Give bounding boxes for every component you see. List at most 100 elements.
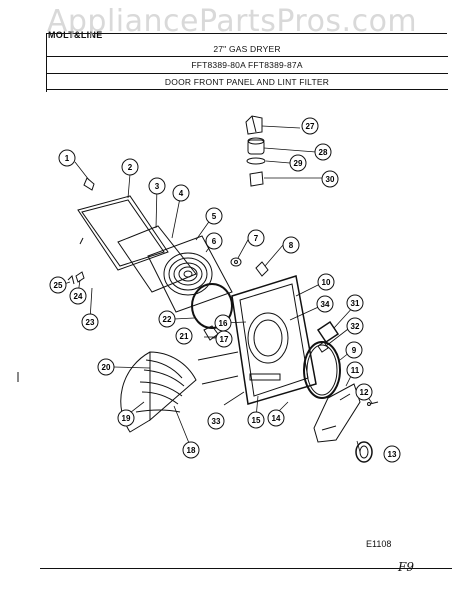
callout-30: 30 <box>321 170 339 188</box>
callout-19: 19 <box>117 409 135 427</box>
section-title: DOOR FRONT PANEL AND LINT FILTER <box>164 77 330 87</box>
svg-text:6: 6 <box>212 237 217 246</box>
callout-17: 17 <box>215 330 233 348</box>
callout-23: 23 <box>81 313 99 331</box>
header-frame <box>46 33 447 92</box>
svg-text:25: 25 <box>54 281 63 290</box>
svg-text:18: 18 <box>187 446 196 455</box>
svg-text:19: 19 <box>122 414 131 423</box>
callout-10: 10 <box>317 273 335 291</box>
part-5 <box>147 235 233 313</box>
callout-1: 1 <box>58 149 76 167</box>
callout-31: 31 <box>346 294 364 312</box>
svg-text:7: 7 <box>254 234 259 243</box>
part-1 <box>83 177 95 191</box>
svg-text:33: 33 <box>212 417 221 426</box>
svg-text:24: 24 <box>74 292 83 301</box>
svg-text:3: 3 <box>155 182 160 191</box>
callout-13: 13 <box>383 445 401 463</box>
callout-21: 21 <box>175 327 193 345</box>
part-30 <box>249 171 264 187</box>
page-mark: F9 <box>398 560 414 574</box>
svg-text:27: 27 <box>306 122 315 131</box>
figure-code: E1108 <box>366 539 392 549</box>
part-11 <box>313 383 361 443</box>
part-24 <box>75 271 85 283</box>
svg-text:2: 2 <box>128 163 133 172</box>
part-7 <box>230 257 242 267</box>
part-25 <box>67 275 75 285</box>
callout-29: 29 <box>289 154 307 172</box>
callout-34: 34 <box>316 295 334 313</box>
callout-27: 27 <box>301 117 319 135</box>
part-8 <box>255 261 269 277</box>
svg-text:14: 14 <box>272 414 281 423</box>
svg-text:32: 32 <box>351 322 360 331</box>
header-rule <box>46 56 448 57</box>
callout-6: 6 <box>205 232 223 250</box>
part-2 <box>77 195 169 271</box>
callout-5: 5 <box>205 207 223 225</box>
part-22 <box>191 283 233 329</box>
callout-9: 9 <box>345 341 363 359</box>
svg-text:15: 15 <box>252 416 261 425</box>
svg-text:16: 16 <box>219 319 228 328</box>
svg-text:1: 1 <box>65 154 70 163</box>
callout-16: 16 <box>214 314 232 332</box>
callout-20: 20 <box>97 358 115 376</box>
part-10 <box>231 275 317 405</box>
svg-text:23: 23 <box>86 318 95 327</box>
part-28 <box>247 137 265 155</box>
svg-text:12: 12 <box>360 388 369 397</box>
svg-text:8: 8 <box>289 241 294 250</box>
callout-22: 22 <box>158 310 176 328</box>
callouts: 1 2 3 4 5 6 7 8 9 10 11 12 13 14 15 16 1… <box>49 117 401 463</box>
part-3 <box>117 225 197 293</box>
callout-12: 12 <box>355 383 373 401</box>
bottom-rule <box>40 568 452 569</box>
callout-25: 25 <box>49 276 67 294</box>
header-rule <box>46 89 448 90</box>
callout-28: 28 <box>314 143 332 161</box>
svg-text:4: 4 <box>179 189 184 198</box>
svg-text:21: 21 <box>180 332 189 341</box>
svg-text:11: 11 <box>351 366 360 375</box>
model-numbers: FFT8389-80A FFT8389-87A <box>191 60 303 70</box>
callout-7: 7 <box>247 229 265 247</box>
svg-text:10: 10 <box>322 278 331 287</box>
svg-text:31: 31 <box>351 299 360 308</box>
svg-text:20: 20 <box>102 363 111 372</box>
svg-text:30: 30 <box>326 175 335 184</box>
brand-label: MOLT&LINE <box>48 30 103 40</box>
part-31 <box>316 320 340 344</box>
callout-11: 11 <box>346 361 364 379</box>
svg-text:9: 9 <box>352 346 357 355</box>
svg-text:28: 28 <box>319 148 328 157</box>
callout-32: 32 <box>346 317 364 335</box>
callout-8: 8 <box>282 236 300 254</box>
svg-text:22: 22 <box>163 315 172 324</box>
callout-2: 2 <box>121 158 139 176</box>
callout-4: 4 <box>172 184 190 202</box>
callout-18: 18 <box>182 441 200 459</box>
callout-33: 33 <box>207 412 225 430</box>
part-27 <box>245 115 263 135</box>
part-32 <box>317 341 329 353</box>
model-title: 27" GAS DRYER <box>213 44 281 54</box>
svg-text:34: 34 <box>321 300 330 309</box>
callout-15: 15 <box>247 411 265 429</box>
callout-14: 14 <box>267 409 285 427</box>
part-12 <box>367 401 379 406</box>
header-rule <box>46 73 448 74</box>
part-9 <box>303 341 341 399</box>
callout-3: 3 <box>148 177 166 195</box>
svg-text:29: 29 <box>294 159 303 168</box>
magnified-detail <box>120 351 239 433</box>
callout-24: 24 <box>69 287 87 305</box>
svg-text:13: 13 <box>388 450 397 459</box>
svg-text:5: 5 <box>212 212 217 221</box>
part-29 <box>246 157 266 165</box>
svg-text:17: 17 <box>220 335 229 344</box>
